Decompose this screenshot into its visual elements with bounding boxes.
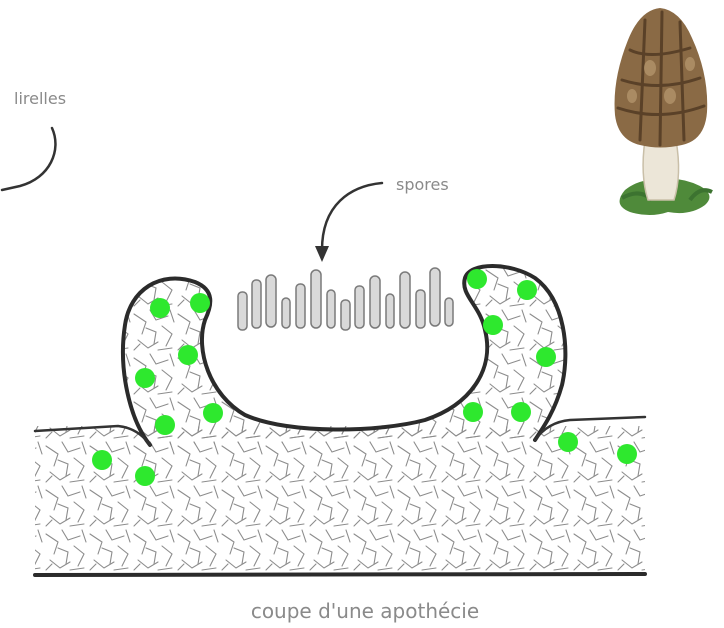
alga-cell bbox=[135, 368, 155, 388]
alga-cell bbox=[511, 402, 531, 422]
alga-cell bbox=[463, 402, 483, 422]
alga-cell bbox=[178, 345, 198, 365]
alga-cell bbox=[467, 269, 487, 289]
alga-cell bbox=[517, 280, 537, 300]
thallus-bottom bbox=[35, 574, 645, 575]
alga-cell bbox=[558, 432, 578, 452]
spores-group bbox=[238, 268, 453, 330]
alga-cell bbox=[536, 347, 556, 367]
label-lirelles: lirelles bbox=[14, 89, 66, 108]
spores-arrow bbox=[322, 183, 382, 250]
lirelles-arrow bbox=[2, 128, 55, 190]
morel-image bbox=[615, 8, 712, 215]
label-spores: spores bbox=[396, 175, 449, 194]
diagram-caption: coupe d'une apothécie bbox=[251, 599, 479, 623]
alga-cell bbox=[150, 298, 170, 318]
alga-cell bbox=[155, 415, 175, 435]
alga-cell bbox=[203, 403, 223, 423]
alga-cell bbox=[617, 444, 637, 464]
thallus-layer bbox=[35, 426, 645, 576]
alga-cell bbox=[135, 466, 155, 486]
spores-arrowhead bbox=[315, 246, 329, 262]
alga-cell bbox=[92, 450, 112, 470]
alga-cell bbox=[483, 315, 503, 335]
alga-cell bbox=[190, 293, 210, 313]
